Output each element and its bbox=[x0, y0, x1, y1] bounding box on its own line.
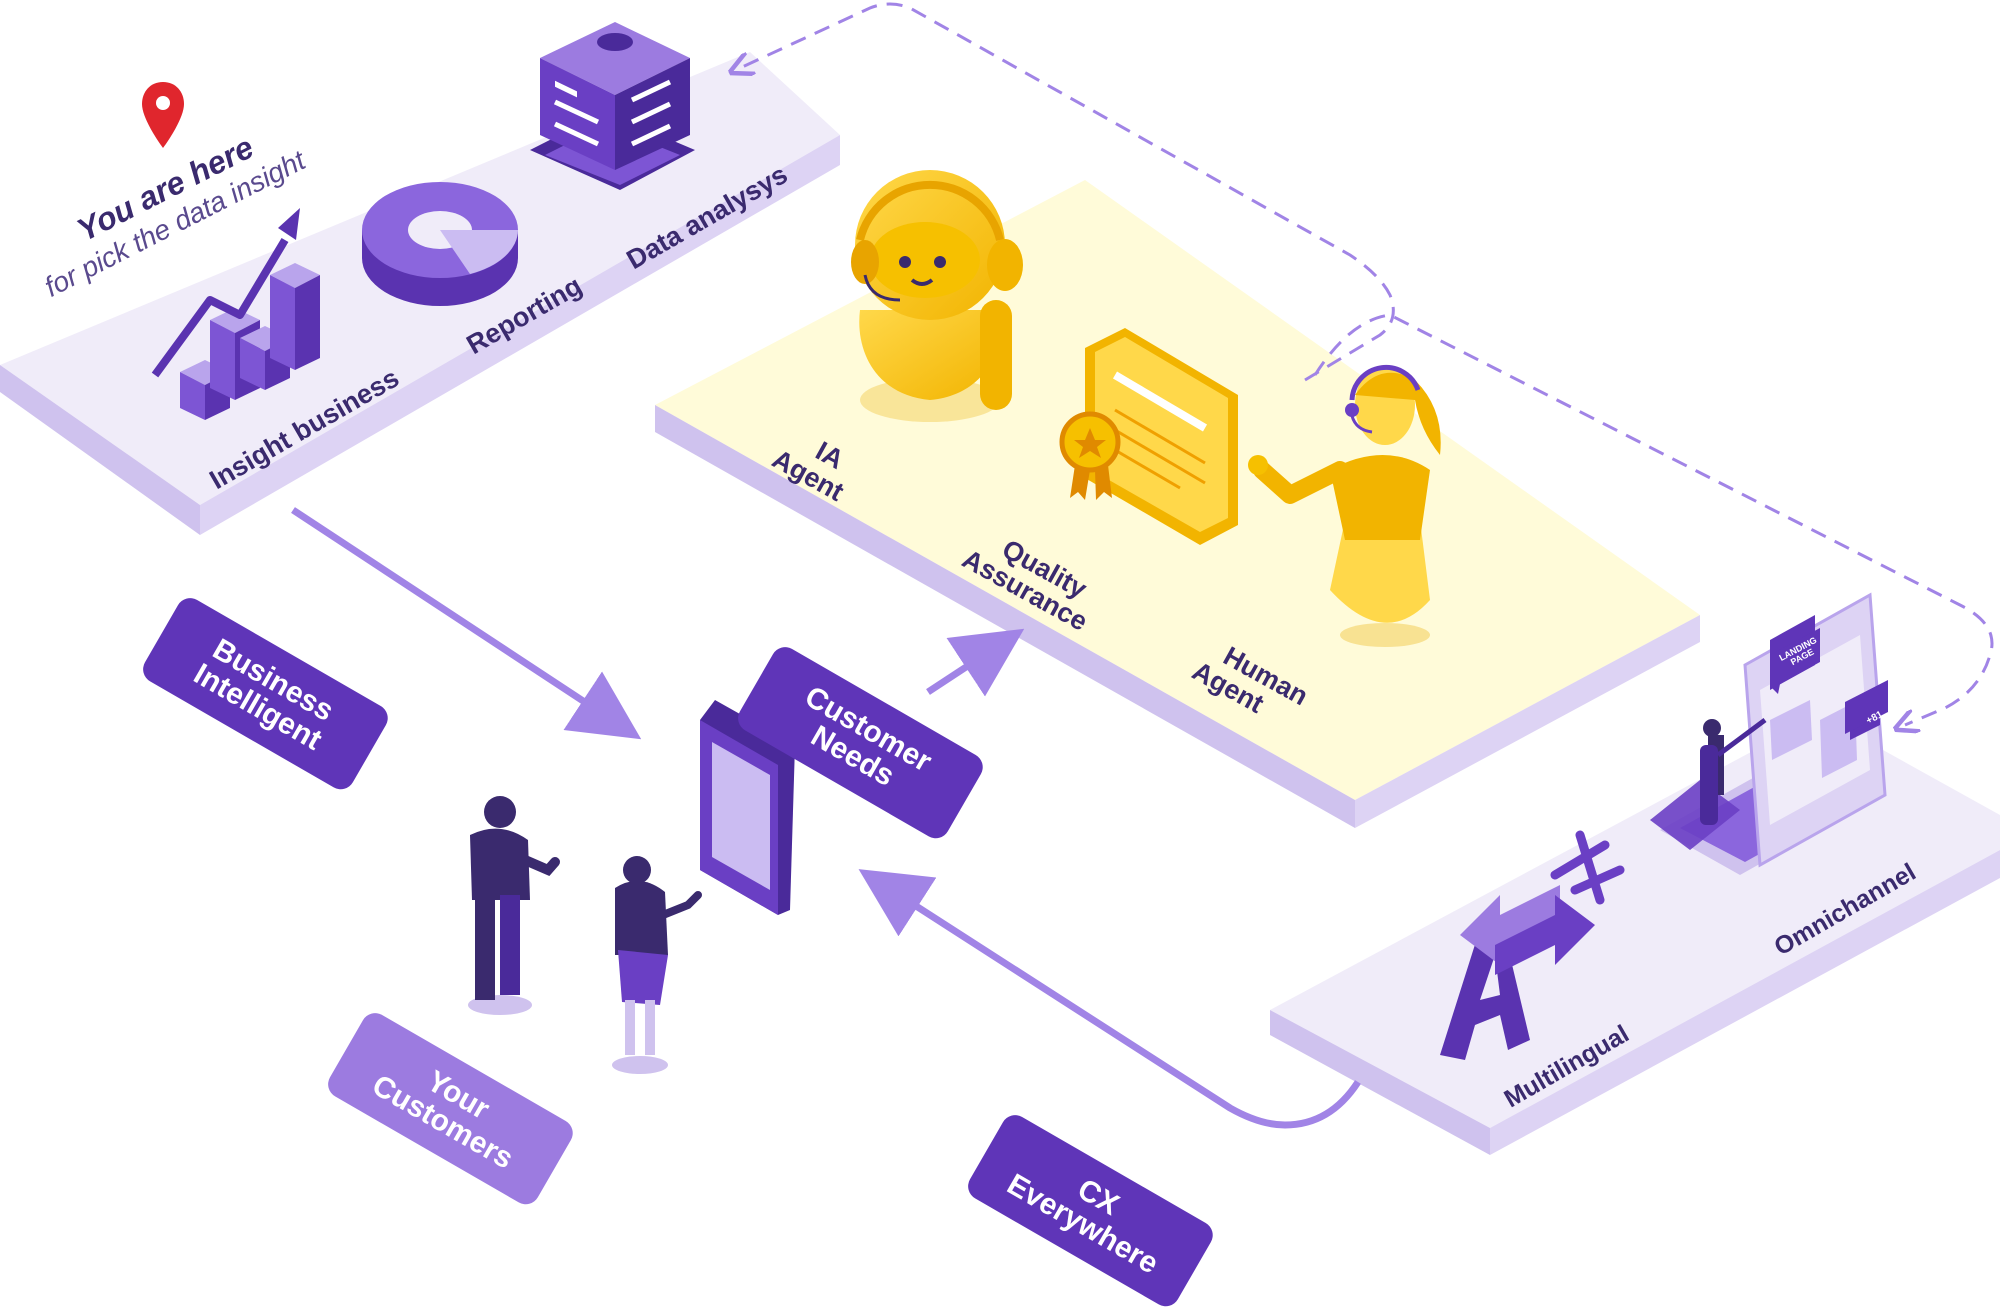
arrow-bi-to-phone bbox=[291, 507, 642, 740]
customer-woman-icon bbox=[612, 856, 702, 1074]
dashed-loop-agents-to-bi bbox=[740, 2, 1395, 382]
notification-badge bbox=[1845, 680, 1888, 734]
flow-arrows bbox=[291, 2, 1994, 1129]
laptop-icon bbox=[1650, 592, 1887, 875]
human-agent-icon bbox=[1248, 364, 1441, 647]
bar-chart-icon bbox=[151, 208, 320, 420]
customer-man-icon bbox=[468, 796, 560, 1015]
phone-icon bbox=[700, 700, 795, 915]
certificate-icon bbox=[1059, 328, 1238, 545]
location-pin-icon bbox=[142, 82, 184, 148]
arrow-needs-to-agents bbox=[926, 628, 1025, 697]
arrow-channels-to-phone bbox=[858, 869, 1361, 1129]
pie-chart-icon bbox=[362, 182, 518, 306]
landing-page-tag bbox=[1770, 628, 1820, 694]
robot-icon bbox=[851, 170, 1023, 422]
dashed-loop-to-channels bbox=[1313, 313, 1994, 725]
server-icon bbox=[530, 22, 695, 190]
translate-icon bbox=[1440, 830, 1625, 1060]
